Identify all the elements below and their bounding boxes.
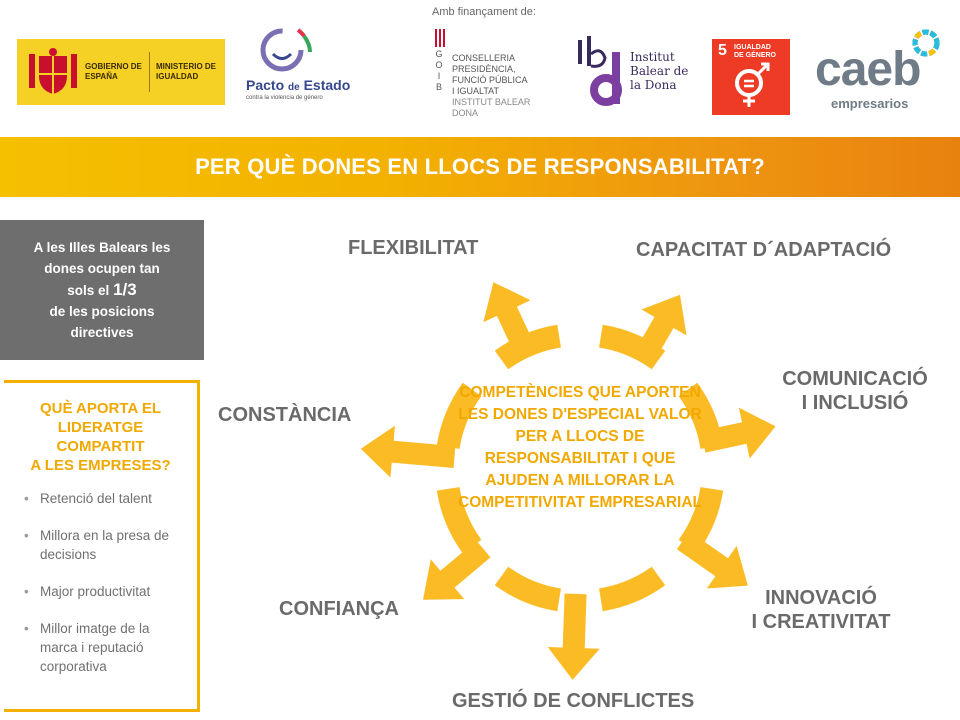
funding-label: Amb finançament de: (432, 6, 536, 18)
stat-line-1: A les Illes Balears les (33, 240, 171, 255)
leadership-box: QUÈ APORTA EL LIDERATGE COMPARTIT A LES … (4, 380, 200, 712)
ods-5-logo: 5 IGUALDAD DE GÉNERO (712, 39, 790, 115)
stat-line-2: dones ocupen tan (44, 261, 160, 276)
pacto-smile-icon (260, 28, 312, 72)
label-innovacio-creativitat: INNOVACIÓ I CREATIVITAT (751, 587, 891, 633)
ministry-logo-text: MINISTERIO DE IGUALDAD (156, 62, 217, 81)
caeb-subtitle: empresarios (831, 96, 909, 111)
page-title: PER QUÈ DONES EN LLOCS DE RESPONSABILITA… (195, 154, 765, 179)
ibd-monogram-icon (578, 36, 622, 106)
list-item: Millora en la presa de decisions (24, 526, 189, 564)
gobierno-espana-logo: GOBIERNO DE ESPAÑA MINISTERIO DE IGUALDA… (17, 39, 225, 105)
caeb-wordmark: caeb (815, 43, 921, 96)
stat-value: 1/3 (113, 280, 137, 299)
gender-equality-icon (735, 62, 770, 107)
arrow-capacitat-adaptacio (633, 294, 687, 365)
caeb-color-wheel-icon (912, 29, 940, 57)
ring-segment (494, 566, 561, 612)
arrow-confianca (423, 540, 491, 600)
arrow-flexibilitat (483, 282, 537, 359)
gov-logo-text: GOBIERNO DE ESPAÑA (85, 62, 142, 81)
arrow-innovacio (676, 531, 748, 589)
goib-emblem-icon (435, 29, 445, 47)
stat-line-3: sols el 1/3 (67, 280, 137, 299)
caeb-logo: caeb empresarios (813, 28, 943, 116)
diagram-center-text: COMPETÈNCIES QUE APORTEN LES DONES D'ESP… (458, 384, 702, 511)
arrow-constancia (360, 425, 456, 478)
pacto-subtitle: contra la violencia de género (246, 95, 323, 101)
label-gestio-conflictes: GESTIÓ DE CONFLICTES (452, 690, 695, 712)
arrow-comunicacio (701, 407, 776, 459)
goib-logo: G O I B CONSELLERIA PRESIDÈNCIA, FUNCIÓ … (434, 27, 554, 118)
ring-segment (494, 324, 561, 370)
title-banner: PER QUÈ DONES EN LLOCS DE RESPONSABILITA… (0, 137, 960, 197)
label-confianca: CONFIANÇA (279, 598, 399, 620)
stat-line-4: de les posicions (49, 304, 155, 319)
pacto-estado-logo: Pacto de Estado contra la violencia de g… (240, 24, 350, 104)
pacto-name: Pacto de Estado (246, 77, 351, 93)
goib-letters: G O I B (435, 49, 443, 92)
ring-segment (599, 324, 666, 370)
stat-line-5: directives (70, 325, 134, 340)
arrow-gestio (547, 593, 600, 680)
ibd-logo: Institut Balear de la Dona (574, 30, 694, 110)
label-flexibilitat: FLEXIBILITAT (348, 237, 479, 259)
leadership-title: QUÈ APORTA EL LIDERATGE COMPARTIT A LES … (30, 400, 171, 474)
list-item: Millor imatge de la marca i reputació co… (24, 619, 189, 676)
ods-label: IGUALDAD DE GÉNERO (734, 44, 777, 59)
goib-text: CONSELLERIA PRESIDÈNCIA, FUNCIÓ PÚBLICA … (452, 53, 531, 118)
label-capacitat-adaptacio: CAPACITAT D´ADAPTACIÓ (636, 239, 892, 261)
spain-coat-of-arms-icon (29, 48, 77, 94)
leadership-list: Retenció del talent Millora en la presa … (4, 489, 197, 676)
list-item: Major productivitat (24, 582, 189, 601)
statistic-box: A les Illes Balears les dones ocupen tan… (0, 220, 204, 360)
label-constancia: CONSTÀNCIA (218, 404, 352, 426)
gov-logo-separator (149, 52, 150, 92)
list-item: Retenció del talent (24, 489, 189, 508)
ring-segment (599, 566, 666, 612)
label-comunicacio-inclusio: COMUNICACIÓ I INCLUSIÓ (782, 368, 928, 414)
ods-number: 5 (718, 42, 727, 59)
ibd-text: Institut Balear de la Dona (630, 50, 689, 92)
